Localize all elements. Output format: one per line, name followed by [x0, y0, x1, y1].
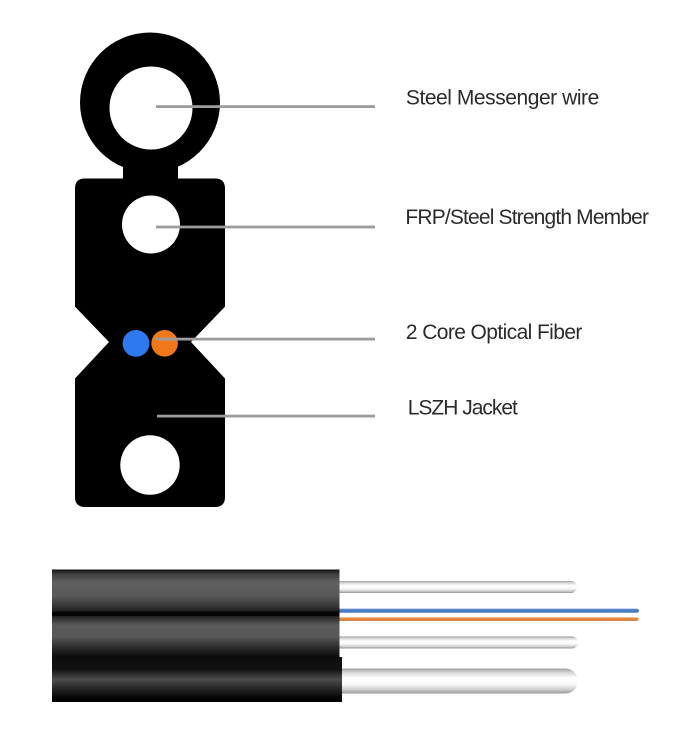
svg-text:FRP/Steel Strength Member: FRP/Steel Strength Member	[405, 206, 649, 229]
svg-text:2 Core Optical Fiber: 2 Core Optical Fiber	[406, 321, 583, 344]
svg-text:LSZH Jacket: LSZH Jacket	[408, 397, 518, 420]
svg-text:Steel Messenger wire: Steel Messenger wire	[406, 87, 599, 110]
